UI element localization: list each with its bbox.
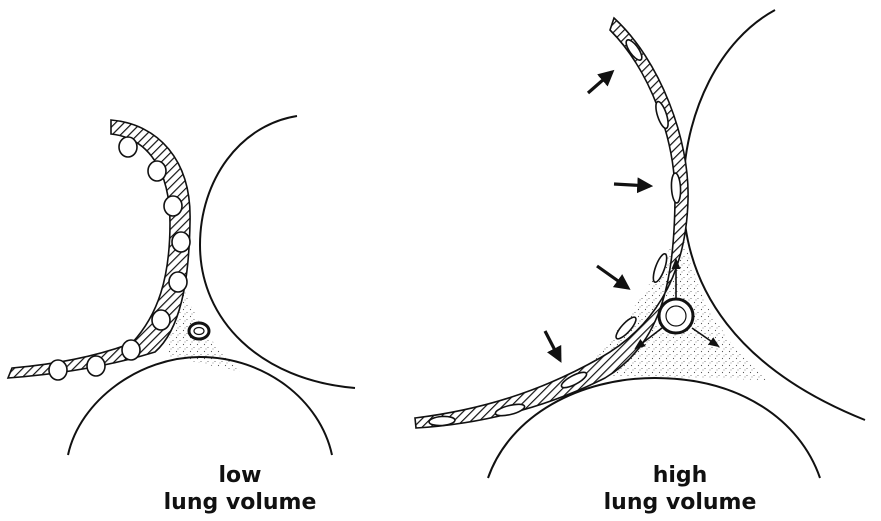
low-caption-line1: low bbox=[120, 462, 360, 489]
capillary bbox=[122, 340, 140, 360]
capillary bbox=[152, 310, 170, 330]
low-alveolus-right bbox=[200, 116, 355, 388]
capillary bbox=[172, 232, 190, 252]
low-alveolar-wall bbox=[8, 120, 190, 378]
capillary bbox=[87, 356, 105, 376]
pressure-arrow bbox=[588, 72, 612, 93]
pressure-arrow bbox=[545, 331, 560, 360]
capillary bbox=[169, 272, 187, 292]
high-extra-alveolar-vessel bbox=[659, 299, 693, 333]
low-volume-panel bbox=[8, 116, 355, 455]
capillary bbox=[148, 161, 166, 181]
low-alveolus-bottom bbox=[68, 357, 332, 455]
pressure-arrow bbox=[614, 184, 650, 186]
pressure-arrow bbox=[597, 266, 628, 288]
capillary bbox=[119, 137, 137, 157]
low-caption-line2: lung volume bbox=[120, 489, 360, 516]
high-volume-panel bbox=[415, 10, 865, 478]
high-volume-caption: high lung volume bbox=[555, 462, 805, 516]
high-caption-line2: lung volume bbox=[555, 489, 805, 516]
capillary bbox=[164, 196, 182, 216]
low-extra-alveolar-vessel bbox=[189, 323, 209, 339]
capillary bbox=[49, 360, 67, 380]
high-caption-line1: high bbox=[555, 462, 805, 489]
low-volume-caption: low lung volume bbox=[120, 462, 360, 516]
